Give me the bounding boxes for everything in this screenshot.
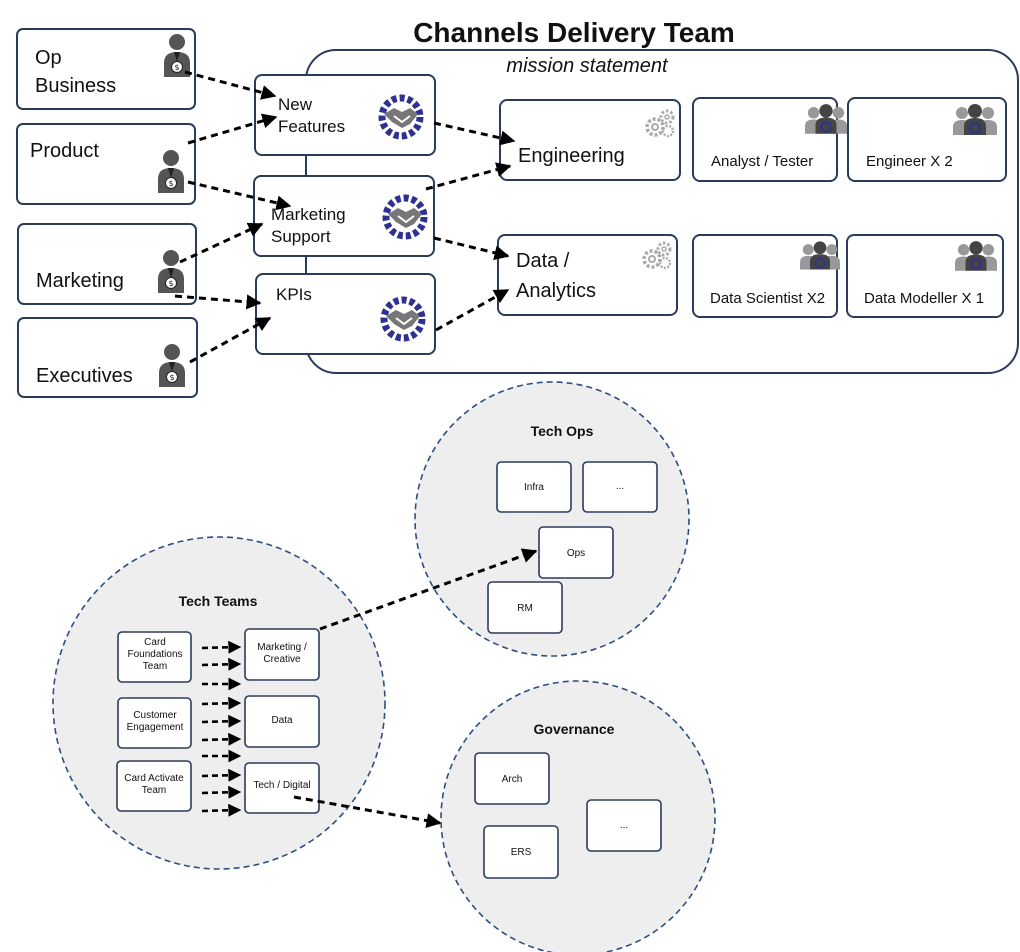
diagram-title: Channels Delivery Team <box>413 17 735 48</box>
tech-teams-title: Tech Teams <box>179 593 258 609</box>
team-label: Card Activate <box>124 773 184 784</box>
stakeholder-marketing[interactable]: Marketing <box>17 223 197 305</box>
techops-label: ... <box>616 481 624 492</box>
area-label: Tech / Digital <box>253 780 310 791</box>
stakeholder-product[interactable]: Product <box>16 123 196 205</box>
tech-teams-group: Tech Teams Card Foundations Team Custome… <box>52 536 386 870</box>
stakeholder-executives[interactable]: Executives <box>17 317 198 398</box>
flow-arrow <box>201 657 242 671</box>
team-customer-engagement[interactable]: Customer Engagement <box>117 697 192 749</box>
area-label: Creative <box>263 654 301 665</box>
area-tech-digital[interactable]: Tech / Digital <box>244 762 320 814</box>
role-engineer[interactable]: Engineer X 2 <box>847 97 1007 182</box>
flow-arrow <box>201 714 242 728</box>
flow-arrow <box>174 294 262 310</box>
flow-arrow <box>433 121 516 146</box>
flow-arrow <box>425 162 512 191</box>
techops-rm[interactable]: RM <box>487 581 563 634</box>
team-label: Customer <box>133 710 177 721</box>
techops-label: Infra <box>524 482 544 493</box>
stakeholder-label: Marketing <box>36 270 124 292</box>
deliverable-label: KPIs <box>276 285 312 304</box>
role-data-modeller[interactable]: Data Modeller X 1 <box>846 234 1004 318</box>
stakeholder-label: Executives <box>36 365 133 387</box>
deliverable-marketing-support[interactable]: Marketing Support <box>253 175 435 257</box>
team-label: Team <box>143 661 167 672</box>
stakeholder-label: Business <box>35 75 116 97</box>
governance-ers[interactable]: ERS <box>483 825 559 879</box>
team-label: Foundations <box>127 649 182 660</box>
flow-arrow <box>435 288 510 332</box>
flow-arrow <box>201 768 242 782</box>
team-card-foundations[interactable]: Card Foundations Team <box>117 631 192 683</box>
flow-arrow <box>201 640 242 654</box>
flow-arrow <box>187 113 278 145</box>
function-engineering[interactable]: Engineering <box>499 99 681 181</box>
governance-group: Governance Arch ... ERS <box>440 680 716 952</box>
team-label: Team <box>142 785 166 796</box>
deliverable-label: Features <box>278 117 345 136</box>
top-arrows <box>174 70 516 364</box>
stakeholder-op-business[interactable]: Op Business <box>16 28 196 110</box>
deliverable-new-features[interactable]: New Features <box>254 74 436 156</box>
techops-infra[interactable]: Infra <box>496 461 572 513</box>
flow-arrow <box>184 70 277 100</box>
governance-label: Arch <box>502 774 523 785</box>
flow-arrow <box>179 222 264 264</box>
role-analyst-tester[interactable]: Analyst / Tester <box>692 97 847 182</box>
stakeholder-label: Product <box>30 140 99 162</box>
role-data-scientist[interactable]: Data Scientist X2 <box>692 234 840 318</box>
role-label: Data Scientist X2 <box>710 290 825 307</box>
role-label: Analyst / Tester <box>711 153 813 170</box>
area-label: Data <box>271 715 293 726</box>
flow-arrow <box>201 732 242 746</box>
deliverable-label: Marketing <box>271 205 346 224</box>
flow-arrow <box>201 696 242 710</box>
mission-statement: mission statement <box>506 55 669 77</box>
flow-arrow <box>201 785 242 799</box>
function-label: Analytics <box>516 280 596 302</box>
bottom-arrows <box>293 548 538 829</box>
deliverable-label: New <box>278 95 313 114</box>
tech-ops-group: Tech Ops Infra ... Ops RM <box>414 381 690 657</box>
governance-arch[interactable]: Arch <box>474 752 550 805</box>
governance-more[interactable]: ... <box>586 799 662 852</box>
flow-arrow <box>319 548 538 631</box>
deliverable-label: Support <box>271 227 331 246</box>
techops-ops[interactable]: Ops <box>538 526 614 579</box>
tech-teams-circle <box>52 536 386 870</box>
stakeholder-label: Op <box>35 47 62 69</box>
area-data[interactable]: Data <box>244 695 320 748</box>
tech-ops-title: Tech Ops <box>531 423 594 439</box>
area-marketing-creative[interactable]: Marketing / Creative <box>244 628 320 681</box>
flow-arrow <box>293 795 442 829</box>
function-data-analytics[interactable]: Data / Analytics <box>497 234 678 316</box>
flow-arrow <box>433 236 510 261</box>
role-label: Engineer X 2 <box>866 153 953 170</box>
function-label: Engineering <box>518 145 625 167</box>
role-label: Data Modeller X 1 <box>864 290 984 307</box>
team-label: Engagement <box>127 722 184 733</box>
techops-label: RM <box>517 603 533 614</box>
flow-arrow <box>187 180 292 211</box>
governance-label: ERS <box>511 847 532 858</box>
deliverable-kpis[interactable]: KPIs <box>255 273 436 355</box>
techops-more[interactable]: ... <box>582 461 658 513</box>
techops-label: Ops <box>567 548 585 559</box>
tech-ops-circle <box>414 381 690 657</box>
team-card-activate[interactable]: Card Activate Team <box>116 760 192 812</box>
flow-arrow <box>189 316 272 364</box>
area-label: Marketing / <box>257 642 307 653</box>
flow-arrow <box>201 803 242 817</box>
governance-title: Governance <box>534 721 615 737</box>
function-label: Data / <box>516 250 570 272</box>
governance-label: ... <box>620 820 628 831</box>
team-label: Card <box>144 637 166 648</box>
team-area-arrows <box>201 640 242 817</box>
